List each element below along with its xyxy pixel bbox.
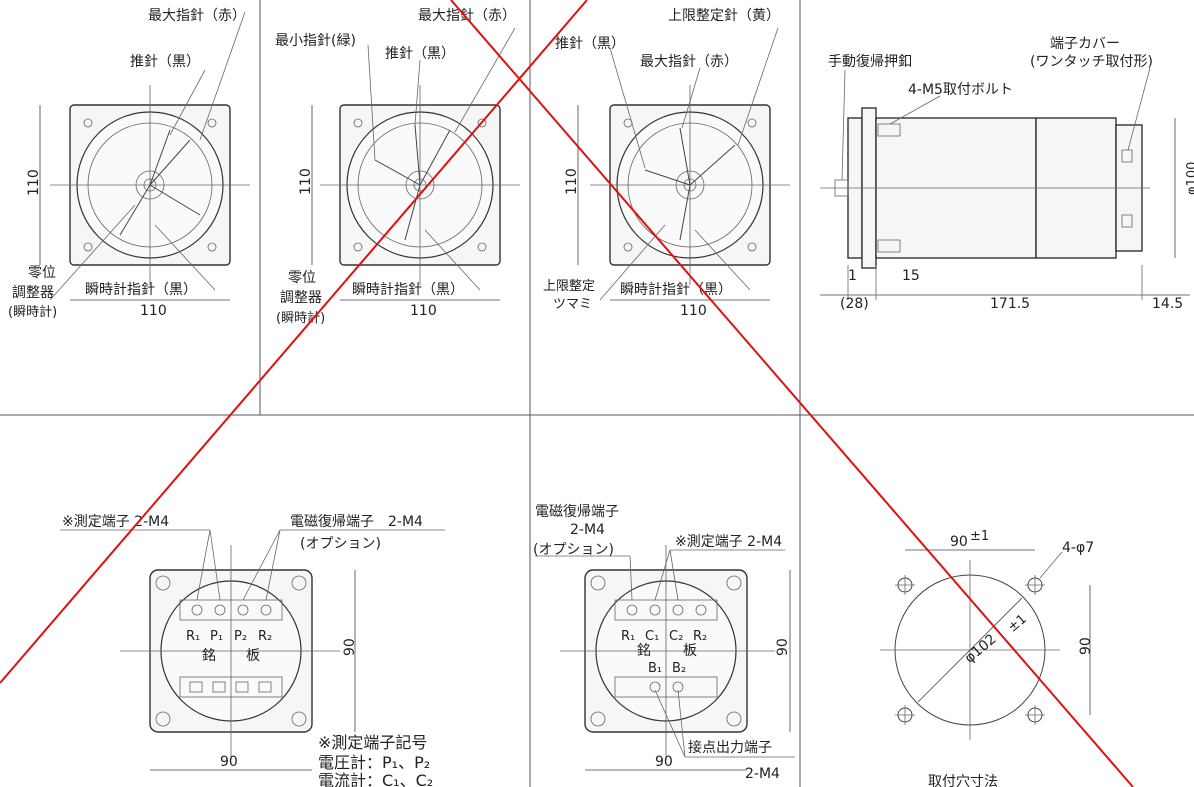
terminal-r2: R₂ [693,629,707,644]
label-max-needle: 最大指針（赤） [640,54,738,70]
dim-14: 14.5 [1152,296,1183,312]
label-min-needle: 最小指針(緑) [275,33,356,49]
note-title: ※測定端子記号 [318,733,427,752]
label-pointer: 推針（黒） [130,54,200,70]
dim-width: 90 [220,754,238,770]
plate-right: 板 [683,643,697,659]
terminal-r2: R₂ [258,629,272,644]
panel-meter-front-2: 最小指針(緑) 最大指針（赤） 推針（黒） 零位 調整器 (瞬時計) 瞬時計指針… [275,8,520,326]
terminal-p1: P₁ [210,629,223,644]
terminal-c2: C₂ [669,629,683,644]
dim-171: 171.5 [990,296,1030,312]
label-contact: 接点出力端子 [688,739,772,756]
dim-height: 90 [342,638,358,656]
label-holes: 4-φ7 [1062,540,1094,556]
label-reset-button: 手動復帰押釦 [828,53,912,70]
label-reset-spec: 2-M4 [570,522,605,538]
panel-rear-view-1: ※測定端子 2-M4 電磁復帰端子 2-M4 (オプション) R₁ P₁ P₂ … [60,513,445,787]
dim-hole: φ102 [962,631,1000,666]
terminal-b2: B₂ [672,661,686,676]
label-max-needle: 最大指針（赤） [148,8,246,24]
label-option: (オプション) [533,542,614,558]
dim-28: (28) [840,296,869,312]
dim-height: 90 [775,638,791,656]
label-pointer: 推針（黒） [385,46,455,62]
label-adjuster: 調整器 [280,290,322,306]
label-adjuster: 調整器 [12,285,54,301]
label-option: (オプション) [300,536,381,552]
dim-width: 110 [140,303,167,319]
label-reset-terminal: 電磁復帰端子 [535,503,619,520]
label-contact-spec: 2-M4 [745,766,780,782]
terminal-r1: R₁ [186,629,200,644]
label-pointer: 推針（黒） [555,36,625,52]
label-max-needle: 最大指針（赤） [418,8,516,24]
label-upper-knob-2: ツマミ [553,297,592,312]
label-upper-limit: 上限整定針（黄） [668,7,780,24]
plate-right: 板 [246,648,260,664]
label-terminal-cover: 端子カバー [1050,36,1120,52]
dim-height: 90 [1078,637,1094,655]
label-zero: 零位 [28,265,56,281]
label-measure: ※測定端子 2-M4 [62,514,169,530]
dim-hole-tol: ±1 [1005,612,1029,636]
panel-meter-front-3: 上限整定針（黄） 推針（黒） 最大指針（赤） 上限整定 ツマミ 瞬時計指針（黒）… [543,7,790,319]
label-instant-paren: (瞬時計) [276,310,325,326]
dim-height: 110 [564,168,580,195]
dim-pitch: 90 [950,534,968,550]
terminal-b1: B₁ [648,661,662,676]
label-cover-type: (ワンタッチ取付形) [1030,54,1153,70]
panel-meter-side: 手動復帰押釦 端子カバー (ワンタッチ取付形) 4-M5取付ボルト φ100 1… [820,36,1194,312]
label-instant-needle: 瞬時計指針（黒） [620,282,732,298]
plate-left: 銘 [637,643,651,659]
panel-meter-front-1: 最大指針（赤） 推針（黒） 零位 調整器 (瞬時計) 瞬時計指針（黒） 110 … [8,8,250,320]
dim-height: 110 [298,168,314,195]
dim-1: 1 [848,268,857,284]
dim-width: 110 [680,303,707,319]
panel-rear-view-2: 電磁復帰端子 2-M4 (オプション) ※測定端子 2-M4 R₁ C₁ C₂ … [533,503,795,782]
terminal-r1: R₁ [621,629,635,644]
dim-15: 15 [902,268,920,284]
label-reset-terminal: 電磁復帰端子 2-M4 [290,513,423,530]
mounting-title: 取付穴寸法 [928,774,998,787]
dim-width: 90 [655,754,673,770]
label-instant-needle: 瞬時計指針（黒） [85,282,197,298]
dim-pitch-tol: ±1 [970,529,989,544]
label-instant-needle: 瞬時計指針（黒） [352,282,464,298]
label-instant-paren: (瞬時計) [8,304,57,320]
terminal-p2: P₂ [234,629,247,644]
panel-mounting-holes: 90 ±1 4-φ7 φ102 ±1 90 取付穴寸法 [880,529,1094,787]
label-measure: ※測定端子 2-M4 [675,534,782,550]
plate-left: 銘 [202,648,216,664]
red-cross-marks [0,0,1134,787]
note-current: 電流計：C₁、C₂ [318,771,433,787]
note-voltage: 電圧計：P₁、P₂ [318,753,430,772]
dim-diameter: φ100 [1185,162,1194,195]
label-bolt: 4-M5取付ボルト [908,82,1013,98]
terminal-c1: C₁ [645,629,659,644]
dim-height: 110 [26,169,42,196]
label-upper-knob-1: 上限整定 [543,279,595,294]
label-zero: 零位 [288,270,316,286]
dim-width: 110 [410,303,437,319]
